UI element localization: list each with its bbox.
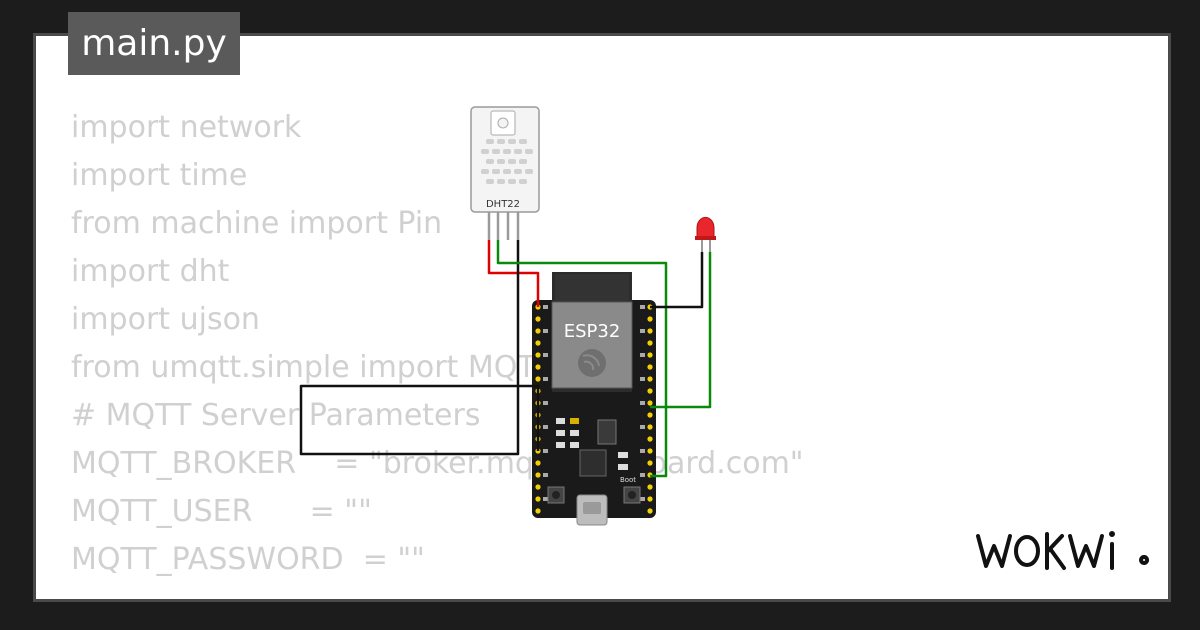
sensor-pins xyxy=(487,212,520,240)
red-led[interactable] xyxy=(695,216,716,252)
esp32-board[interactable]: ESP32 Boot xyxy=(532,272,656,526)
code-line: MQTT_USER = "" xyxy=(71,494,372,529)
wokwi-logo xyxy=(976,531,1150,570)
code-line: # MQTT Server Parameters xyxy=(71,398,481,433)
code-line: import ujson xyxy=(71,302,260,337)
wire-vcc-red xyxy=(487,240,540,307)
boot-label: Boot xyxy=(620,476,636,484)
wire-data-green xyxy=(496,240,668,478)
code-line: import network xyxy=(71,110,302,145)
board-components xyxy=(547,418,641,504)
code-line: import dht xyxy=(71,254,230,289)
usb-port-slot xyxy=(583,502,601,514)
pin-silkscreen-marks xyxy=(543,305,645,501)
code-line: from machine import Pin xyxy=(71,206,443,241)
wire-led-gnd-black xyxy=(650,252,704,309)
wires xyxy=(299,240,712,478)
file-tab[interactable]: main.py xyxy=(68,12,240,75)
wire-led-signal-green xyxy=(650,252,712,409)
dht22-sensor[interactable]: DHT22 xyxy=(470,106,540,240)
code-line: MQTT_PASSWORD = "" xyxy=(71,542,425,577)
code-listing: import network import time from machine im… xyxy=(71,104,804,584)
file-tab-label: main.py xyxy=(81,23,227,64)
board-label: ESP32 xyxy=(564,321,621,342)
espressif-icon xyxy=(578,349,606,377)
wire-gnd-black xyxy=(299,240,540,456)
code-line: import time xyxy=(71,158,248,193)
sensor-vents xyxy=(481,139,533,184)
sensor-label: DHT22 xyxy=(486,199,520,210)
